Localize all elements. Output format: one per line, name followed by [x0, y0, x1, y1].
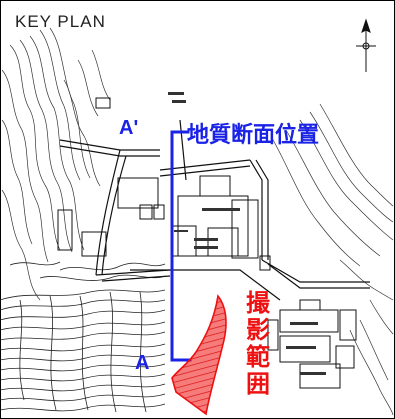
terrain-contours-southwest	[0, 261, 166, 413]
shooting-range-char-3: 範	[246, 343, 270, 371]
shooting-range-char-2: 影	[246, 316, 270, 344]
geologic-section-line	[170, 130, 192, 362]
map-fine-lettering	[168, 92, 326, 375]
shooting-range-fill	[172, 296, 226, 414]
terrain-contours-east	[271, 103, 394, 416]
section-caption: 地質断面位置	[187, 123, 320, 148]
shooting-range-char-4: 囲	[246, 370, 270, 398]
road-network	[59, 119, 370, 301]
terrain-contours-west	[1, 27, 111, 301]
shooting-range-char-1: 撮	[246, 289, 270, 317]
shooting-range-label: 撮 影 範 囲	[246, 290, 272, 398]
section-start-label: A'	[119, 117, 139, 139]
section-end-label: A	[135, 352, 150, 374]
building-footprints	[57, 97, 357, 389]
north-arrow-icon	[356, 18, 376, 72]
key-plan-title: KEY PLAN	[15, 12, 106, 31]
